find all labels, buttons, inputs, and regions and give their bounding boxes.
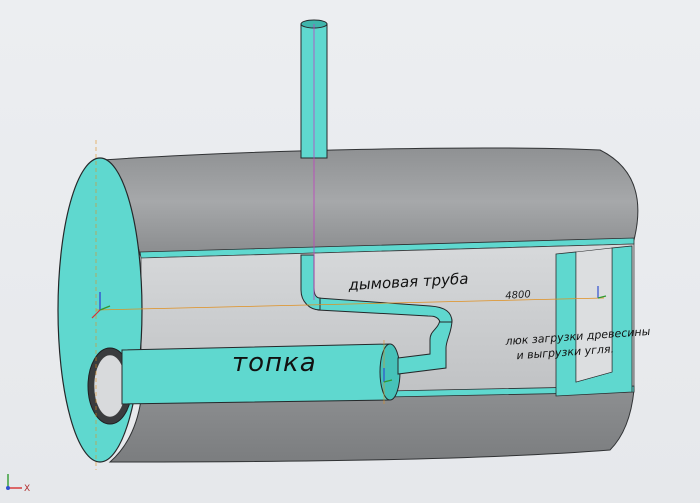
furnace-door-opening [93,354,127,418]
coordinate-axes-icon [6,474,22,490]
hatch-opening [575,247,613,383]
furnace-label: топка [232,348,317,378]
upper-shell [101,147,639,256]
length-dimension: 4800 [505,289,532,302]
local-axes-triad-icon [91,286,607,383]
lower-shell [108,389,635,463]
horizontal-axis-line [95,297,605,311]
x-axis-label: X [24,484,31,494]
firebox-end [379,343,401,401]
